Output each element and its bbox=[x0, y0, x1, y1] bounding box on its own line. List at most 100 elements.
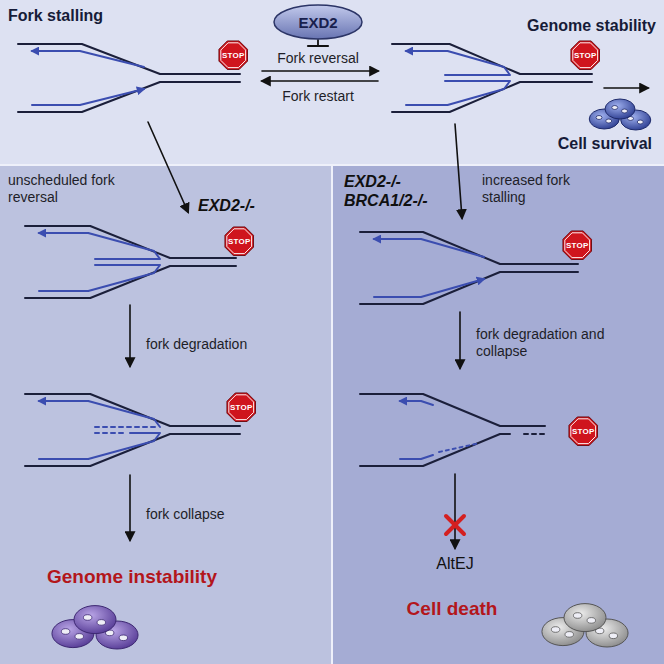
degraded-strand bbox=[95, 432, 126, 434]
panel-divider bbox=[331, 165, 333, 664]
parental-strand bbox=[25, 266, 236, 298]
degraded-strand bbox=[95, 426, 158, 428]
step-label: increased fork stalling bbox=[482, 172, 582, 206]
outcome-label: Genome stability bbox=[527, 16, 656, 35]
oval-shape bbox=[274, 5, 362, 39]
broken-strand bbox=[524, 433, 545, 435]
parental-strand bbox=[360, 394, 545, 426]
nucleus bbox=[622, 109, 628, 113]
octagon-rim bbox=[571, 419, 596, 444]
cell bbox=[621, 110, 651, 130]
cell bbox=[564, 604, 606, 632]
step-label: fork degradation bbox=[146, 336, 247, 353]
stop-text: STOP bbox=[572, 427, 594, 436]
replication-fork bbox=[25, 394, 240, 466]
step-label: Fork reversal bbox=[277, 50, 359, 67]
nascent-strand bbox=[406, 51, 510, 75]
nucleus bbox=[637, 120, 643, 124]
nucleus bbox=[609, 633, 617, 639]
outcome-label: Cell survival bbox=[558, 134, 652, 153]
octagon-shape bbox=[227, 393, 256, 422]
nucleus bbox=[606, 119, 612, 123]
replication-fork bbox=[25, 226, 236, 298]
path-arrow bbox=[454, 474, 456, 548]
cell-cluster bbox=[589, 99, 651, 130]
nascent-strand bbox=[39, 433, 160, 459]
inhibition-bar bbox=[308, 45, 328, 47]
genotype-label: EXD2-/- bbox=[198, 196, 255, 215]
step-label: unscheduled fork reversal bbox=[8, 172, 120, 206]
step-label: Fork restart bbox=[282, 88, 354, 105]
path-arrow bbox=[129, 305, 131, 366]
octagon-shape bbox=[225, 227, 254, 256]
path-arrow bbox=[459, 312, 461, 368]
nucleus bbox=[97, 620, 105, 626]
outcome-label: Cell death bbox=[407, 598, 498, 621]
replication-fork bbox=[360, 232, 578, 304]
stop-sign: STOP bbox=[562, 230, 592, 260]
replication-fork bbox=[392, 44, 592, 112]
cell bbox=[74, 606, 116, 634]
reversal-arrow bbox=[262, 70, 378, 72]
octagon-rim bbox=[227, 229, 252, 254]
stop-text: STOP bbox=[222, 51, 244, 60]
nascent-strand bbox=[406, 81, 510, 105]
path-arrow bbox=[455, 124, 462, 218]
nucleus bbox=[587, 618, 595, 624]
parental-strand bbox=[392, 82, 592, 112]
nascent-strand bbox=[374, 239, 484, 257]
stop-sign: STOP bbox=[568, 416, 598, 446]
parental-strand bbox=[25, 434, 240, 466]
nucleus bbox=[75, 634, 83, 640]
nucleus bbox=[612, 106, 618, 110]
block-cross bbox=[446, 516, 464, 534]
parental-strand bbox=[360, 272, 578, 304]
parental-strand bbox=[360, 232, 578, 264]
nascent-strand bbox=[400, 455, 433, 459]
nascent-strand bbox=[400, 401, 433, 405]
cross-stroke bbox=[446, 516, 464, 534]
protein-oval: EXD2 bbox=[273, 4, 363, 40]
stop-text: STOP bbox=[566, 241, 588, 250]
step-label: fork collapse bbox=[146, 506, 225, 523]
degraded-strand bbox=[439, 443, 480, 452]
parental-strand bbox=[18, 44, 240, 74]
parental-strand bbox=[392, 44, 592, 74]
step-label: fork degradation and collapse bbox=[476, 326, 606, 360]
octagon-shape bbox=[571, 41, 600, 70]
parental-strand bbox=[25, 226, 236, 258]
nucleus bbox=[61, 629, 69, 635]
parental-strand bbox=[360, 434, 510, 466]
stop-text: STOP bbox=[230, 403, 252, 412]
octagon-shape bbox=[563, 231, 592, 260]
octagon-rim bbox=[573, 43, 598, 68]
cross-stroke bbox=[446, 516, 464, 534]
octagon-shape bbox=[219, 41, 248, 70]
stop-sign: STOP bbox=[226, 392, 256, 422]
cell bbox=[605, 99, 635, 119]
stop-sign: STOP bbox=[224, 226, 254, 256]
path-arrow bbox=[148, 122, 188, 212]
cell-cluster bbox=[52, 606, 138, 649]
replication-fork bbox=[18, 44, 240, 112]
nascent-strand bbox=[39, 265, 160, 291]
restart-arrow bbox=[262, 80, 378, 82]
stop-sign: STOP bbox=[570, 40, 600, 70]
outcome-arrow bbox=[604, 87, 648, 89]
octagon-rim bbox=[565, 233, 590, 258]
octagon-rim bbox=[221, 43, 246, 68]
replication-fork bbox=[360, 394, 545, 466]
nucleus bbox=[573, 613, 581, 619]
nascent-strand bbox=[39, 401, 160, 427]
parental-strand bbox=[18, 82, 240, 112]
nucleus bbox=[565, 632, 573, 638]
nascent-strand bbox=[32, 89, 144, 105]
parental-strand bbox=[25, 394, 240, 426]
heading: Fork stalling bbox=[8, 6, 103, 25]
pathway-label: AltEJ bbox=[436, 554, 473, 573]
nucleus bbox=[119, 635, 127, 641]
arrows bbox=[130, 40, 648, 548]
stop-text: STOP bbox=[574, 51, 596, 60]
stop-sign: STOP bbox=[218, 40, 248, 70]
